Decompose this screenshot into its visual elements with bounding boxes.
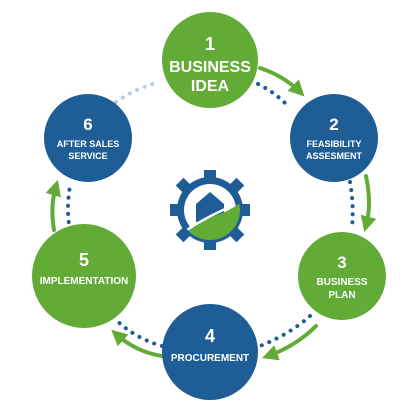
arrow-2-3 [360, 174, 377, 233]
step-4-number: 4 [205, 326, 215, 346]
step-3-circle [298, 232, 386, 320]
connector-2-3 [348, 180, 355, 230]
arrows [45, 66, 377, 361]
step-3-node: 3 BUSINESS PLAN [298, 232, 386, 320]
arrow-3-4 [261, 324, 318, 361]
step-5-circle [32, 224, 136, 328]
step-6-circle [44, 94, 132, 182]
step-4-circle [162, 304, 258, 400]
step-6-label-line-1: AFTER SALES [57, 139, 120, 149]
connectors [66, 80, 355, 348]
step-5-label-line-1: IMPLEMENTATION [40, 276, 129, 287]
step-1-circle [162, 12, 258, 108]
step-6-node: 6 AFTER SALES SERVICE [44, 94, 132, 182]
connector-1-2 [256, 82, 288, 106]
house-icon [196, 192, 224, 222]
step-2-label-line-2: ASSESMENT [306, 151, 363, 161]
step-6-number: 6 [83, 115, 92, 134]
connector-4-5 [112, 316, 164, 348]
step-2-label-line-1: FEASIBILITY [306, 139, 361, 149]
arrow-1-2 [258, 66, 305, 97]
step-2-circle [290, 94, 378, 182]
step-1-node: 1 BUSINESS IDEA [162, 12, 258, 108]
connector-6-1 [114, 80, 162, 104]
arrow-5-6 [45, 179, 61, 232]
step-5-number: 5 [79, 250, 89, 270]
leaf-highlight [182, 204, 234, 234]
step-6-label-line-2: SERVICE [68, 151, 107, 161]
connector-5-6 [66, 184, 72, 232]
step-3-label-line-1: BUSINESS [316, 277, 367, 288]
step-2-number: 2 [329, 115, 338, 134]
step-4-label-line-1: PROCUREMENT [171, 353, 249, 364]
gear-house-leaf-icon [170, 170, 250, 250]
step-3-label-line-2: PLAN [328, 290, 355, 301]
step-2-node: 2 FEASIBILITY ASSESMENT [290, 94, 378, 182]
step-1-number: 1 [205, 34, 215, 54]
step-4-node: 4 PROCUREMENT [162, 304, 258, 400]
step-5-node: 5 IMPLEMENTATION [32, 224, 136, 328]
connector-3-4 [258, 314, 312, 348]
step-3-number: 3 [337, 253, 346, 272]
arrow-4-5 [111, 329, 164, 358]
step-1-label-line-1: BUSINESS [169, 59, 251, 76]
step-1-label-line-2: IDEA [191, 78, 230, 95]
